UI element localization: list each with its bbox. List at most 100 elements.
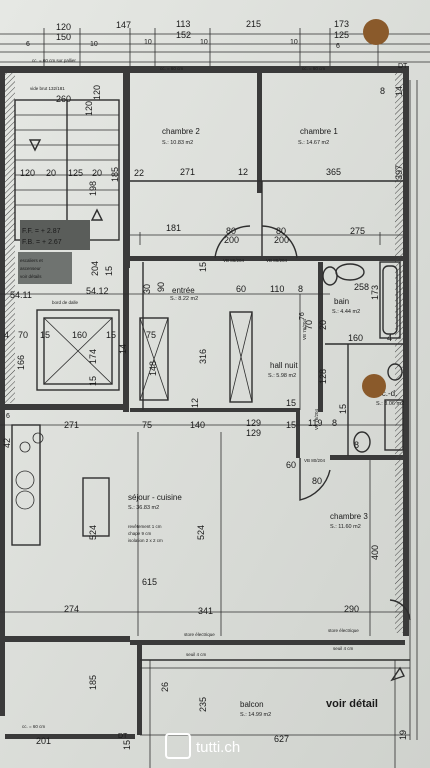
dim-top-150: 150: [56, 32, 71, 42]
dim-misc-42: 42: [2, 438, 12, 448]
dim-bain-70: 70: [304, 320, 314, 330]
dim-wc-8: 8: [354, 440, 359, 450]
dim-hall-15: 15: [286, 398, 296, 408]
note-revetement-2: chape 9 cm: [128, 531, 152, 536]
dim-sejour-8: 8: [332, 418, 337, 428]
dim-asc-166: 166: [16, 355, 26, 370]
dim-balcon-235: 235: [198, 697, 208, 712]
note-ce-top-left: cc. = 60 cm sur pallier: [32, 58, 76, 63]
room-wc-d-area: S.: 3.06 m2: [376, 401, 404, 407]
dim-sejour-524b: 524: [196, 525, 206, 540]
interior-lines: [0, 80, 418, 740]
dim-top-152: 152: [176, 30, 191, 40]
note-vb-5: VB 80/204: [304, 458, 326, 463]
room-bain: bain: [334, 297, 349, 306]
note-ce-top-mid: cc. = 60 cm: [160, 66, 183, 71]
dim-stair-120: 120: [20, 168, 35, 178]
dim-top-small-6a: 6: [26, 41, 30, 48]
dim-asc-15a: 15: [40, 330, 50, 340]
dim-asc-70: 70: [18, 330, 28, 340]
dim-asc-15c: 15: [88, 376, 98, 386]
dim-sejour-524a: 524: [88, 525, 98, 540]
dim-mid-80b: 80: [276, 226, 286, 236]
dim-ch-365: 365: [326, 167, 341, 177]
stair-box-ff: F.F. = + 2.87: [22, 228, 61, 235]
dim-ch-271: 271: [180, 167, 195, 177]
dim-stair-185: 185: [110, 167, 120, 182]
elevator-shaft: [36, 309, 253, 403]
dim-balcon-185: 185: [88, 675, 98, 690]
dim-ch-397: 397: [394, 165, 404, 180]
dim-sejour-129: 129: [246, 428, 261, 438]
dim-top-120: 120: [56, 22, 71, 32]
room-bain-area: S.: 4.44 m2: [332, 309, 360, 315]
room-chambre-2-area: S.: 10.83 m2: [162, 140, 193, 146]
dim-ch3-60: 60: [286, 460, 296, 470]
dim-ch-22: 22: [134, 168, 144, 178]
dim-ch3-80: 80: [312, 476, 322, 486]
stair-box-fb: F.B. = + 2.67: [22, 239, 62, 246]
dim-bain-160: 160: [348, 333, 363, 343]
note-vb-4: VB 76/204: [314, 408, 319, 430]
dim-bottom-341: 341: [198, 606, 213, 616]
watermark: tutti.ch: [165, 733, 240, 759]
dim-mid-181: 181: [166, 223, 181, 233]
note-dt-top: DT: [398, 63, 408, 70]
dim-mid-200b: 200: [274, 235, 289, 245]
room-chambre-1: chambre 1: [300, 127, 338, 136]
dim-top-113: 113: [176, 19, 190, 29]
dim-balcon-26: 26: [160, 682, 170, 692]
room-sejour-cuisine-area: S.: 36.83 m2: [128, 505, 159, 511]
room-chambre-2: chambre 2: [162, 127, 200, 136]
dim-asc-316: 316: [198, 349, 208, 364]
dim-hall-128: 128: [318, 369, 328, 384]
note-store-right: store électrique: [328, 628, 359, 633]
note-vb-3: VB 76/204: [302, 318, 307, 340]
room-chambre-3-area: S.: 11.60 m2: [330, 524, 361, 530]
level-left: 54.11: [10, 290, 32, 300]
dim-entree-110: 110: [270, 284, 284, 294]
room-sejour-cuisine: séjour - cuisine: [128, 493, 182, 502]
note-store-left: store électrique: [184, 632, 215, 637]
dim-balcon-627: 627: [274, 734, 289, 744]
punch-hole-middle: [362, 374, 386, 398]
room-chambre-1-area: S.: 14.67 m2: [298, 140, 329, 146]
dim-sejour-271: 271: [64, 420, 79, 430]
dim-sejour-15: 15: [286, 420, 296, 430]
note-seuil-left: seuil 4 cm: [186, 652, 207, 657]
dim-asc-4: 4: [4, 330, 9, 340]
dim-wc-15: 15: [338, 404, 348, 414]
note-voir-detail: voir détail: [326, 698, 378, 710]
dim-bottom-290: 290: [344, 604, 359, 614]
note-revetement-1: revêtement 1 cm: [128, 524, 162, 529]
note-revetement-3: isolation 2 x 2 cm: [128, 538, 163, 543]
dim-stair-125: 125: [68, 168, 83, 178]
watermark-text: tutti.ch: [196, 739, 240, 756]
dim-sejour-140: 140: [190, 420, 205, 430]
dim-asc-15b: 15: [106, 330, 116, 340]
dim-top-small-10c: 10: [200, 39, 208, 46]
note-ce-bottom-left: cc. = 60 cm: [22, 724, 45, 729]
dim-mid-200a: 200: [224, 235, 239, 245]
stair-text-1: escaliers et: [20, 258, 44, 263]
dim-misc-6: 6: [6, 413, 10, 420]
dim-v-120a: 120: [84, 101, 94, 116]
balcony-edge: [140, 659, 410, 768]
dim-balcon-201: 201: [36, 736, 51, 746]
dim-bain-76: 76: [299, 312, 306, 320]
dim-asc-174: 174: [88, 349, 98, 364]
dim-hall-12: 12: [190, 398, 200, 408]
dim-stair-20b: 20: [92, 168, 102, 178]
dim-asc-75: 75: [146, 330, 156, 340]
dim-entree-90: 90: [156, 282, 166, 292]
room-hall-nuit: hall nuit: [270, 361, 298, 370]
dim-ch-12: 12: [238, 167, 248, 177]
note-seuil-right: seuil 4 cm: [333, 646, 354, 651]
dim-asc-160: 160: [72, 330, 87, 340]
building-walls: [0, 66, 409, 739]
kitchen-counter: [11, 424, 110, 546]
dim-top-125: 125: [334, 30, 349, 40]
dim-entree-258: 258: [354, 282, 369, 292]
stair-text-3: voir détails: [20, 274, 42, 279]
